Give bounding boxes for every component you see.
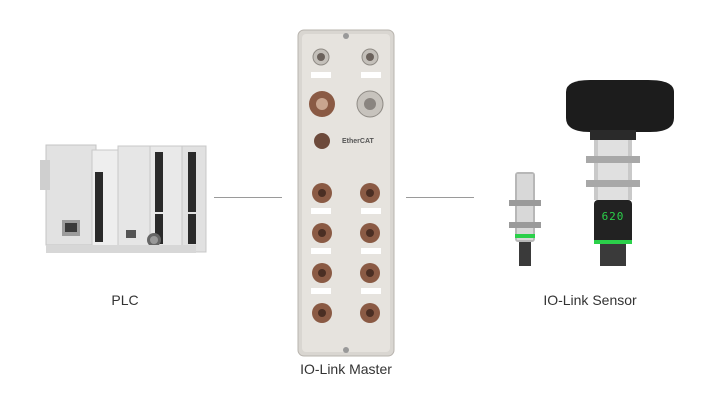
ethercat-logo: EtherCAT <box>342 138 374 145</box>
edge-plc-to-master <box>214 197 282 198</box>
io-link-sensor-label: IO-Link Sensor <box>543 292 637 308</box>
plc-label: PLC <box>111 292 139 308</box>
sensor-display: 620 <box>601 210 625 223</box>
edge-master-to-sensor <box>406 197 474 198</box>
io-link-master-label: IO-Link Master <box>300 361 392 377</box>
